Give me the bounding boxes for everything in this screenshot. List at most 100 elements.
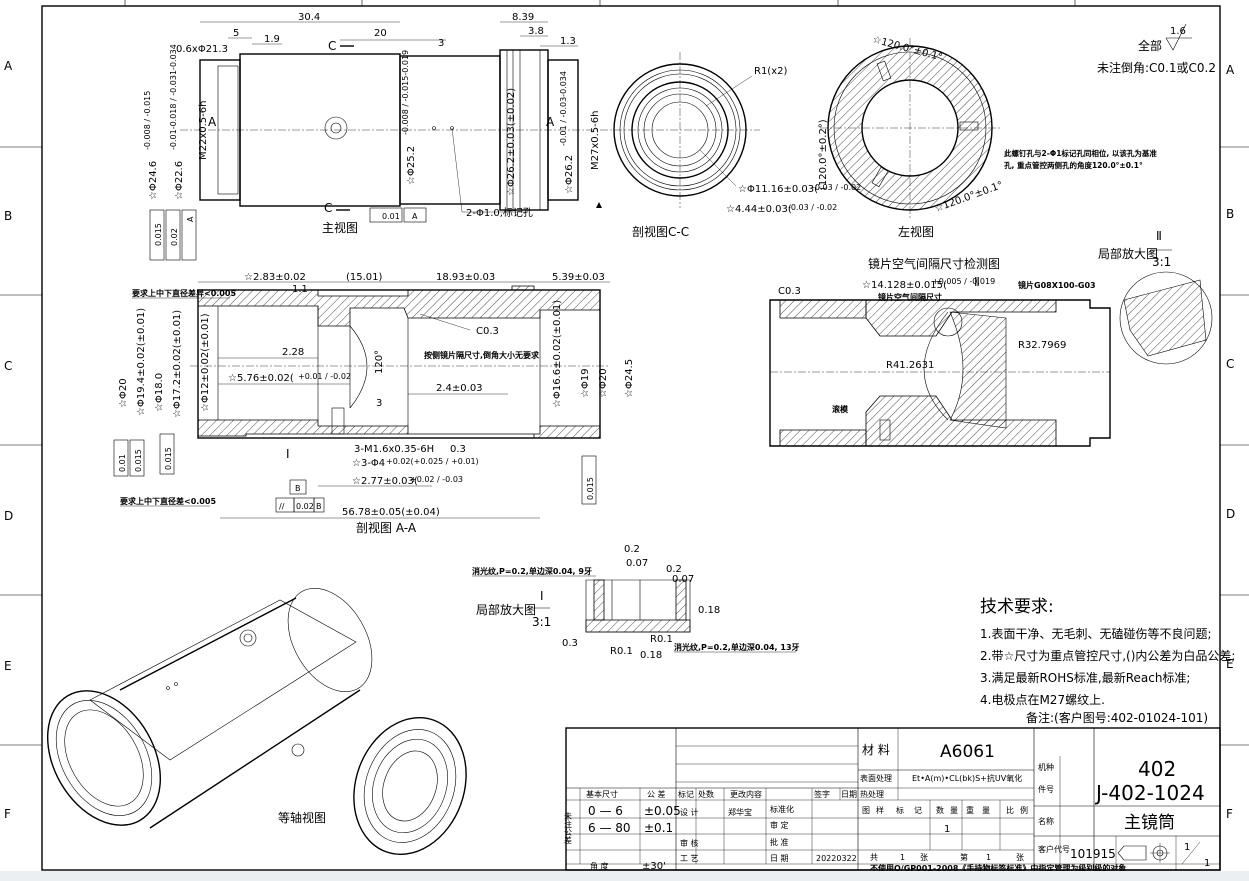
rev-header-sign: 签字 [814,789,830,799]
tol-row-1-value: ±0.05 [644,804,681,818]
dim-5-39: 5.39±0.03 [552,272,605,283]
detail-1-roman: Ⅰ [540,589,544,603]
dim-phi26-2-b-tol: -0.01 / -0.03-0.034 [559,71,568,146]
zone-label-right-e: E [1226,657,1234,671]
dim-2-77-tol: +0.02 / -0.03 [410,475,463,484]
drawing-mark-4: 记 [914,806,922,815]
dim-2-28: 2.28 [282,347,304,358]
zone-label-left-a: A [4,59,13,73]
lens-c03: C0.3 [778,286,801,297]
dim-4-44: ☆4.44±0.03( [726,204,792,215]
dim-4-44-tol: -0.03 / -0.02 [788,203,837,212]
tech-item-4: 4.电极点在M27螺纹上. [980,693,1105,707]
fcf-aa-v2: 0.015 [134,449,143,472]
heat-label: 热处理 [860,789,884,799]
roughness-label: 全部 [1138,38,1162,53]
mark-hole-note: 2-Φ1.0,标记孔 [466,207,533,219]
tol-side-label: 未注公差 [564,811,573,844]
dim-aa-phi19b: ☆Φ19 [580,368,591,398]
section-mark-c-bottom: C [324,201,332,215]
dim-3-phi4-tol: +0.02(+0.025 / +0.01) [386,457,479,466]
dim-120-deg: 120° [374,350,385,374]
section-cc-title: 剖视图C-C [632,224,689,239]
review-label: 审 定 [770,820,789,830]
zone-label-right-f: F [1226,807,1233,821]
zone-label-left-c: C [4,359,12,373]
lens-r32: R32.7969 [1018,340,1066,351]
dim-phi26-2-a: ☆Φ26.2±0.03(±0.02) [506,88,517,196]
left-view-title: 左视图 [898,224,934,239]
detail-1-0-3: 0.3 [562,638,578,649]
detail-mark-i: I [286,447,290,461]
note-diameter-top: 要求上中下直径差异<0.005 [132,288,236,298]
detail-1-0-2-b: 0.2 [666,564,682,575]
dim-phi26-2-b: ☆Φ26.2 [564,155,575,194]
detail-1-scale: 3:1 [532,615,551,629]
dim-8-39: 8.39 [512,12,534,23]
zone-label-right-d: D [1226,507,1235,521]
dim-5: 5 [233,28,239,39]
drawing-mark-6: 量 [950,806,958,815]
fcf-main-center: 0.01 A [369,207,427,223]
dim-aa-c03: C0.3 [476,326,499,337]
tech-item-3: 3.满足最新ROHS标准,最新Reach标准; [980,670,1190,685]
dim-m1-6: 3-M1.6x0.35-6H [354,444,434,455]
drawing-mark-8: 量 [982,806,990,815]
drawing-mark-9: 比 [1006,805,1014,815]
dim-phi11-16: ☆Φ11.16±0.03( [738,184,818,195]
roughness-note: 全部 1.6 未注倒角:C0.1或C0.2 [1097,23,1216,75]
dim-3-8: 3.8 [528,26,544,37]
drawing-mark-7: 重 [966,805,974,815]
angle-120-ref: (120.0°±0.2°) [818,119,829,190]
dim-5-76: ☆5.76±0.02( [228,373,294,384]
tol-header-size: 基本尺寸 [586,789,618,799]
dim-2-77: ☆2.77±0.03( [352,476,418,487]
zone-label-right-a: A [1226,63,1235,77]
total-unit: 张 [920,853,928,862]
std-label: 标准化 [770,804,794,814]
craft-label: 工 艺 [680,854,699,863]
rev-header-date: 日期 [841,790,857,799]
isometric-view: 等轴视图 [46,587,467,856]
fcf-parallel-symbol: // [279,502,285,511]
dim-30-4: 30.4 [298,12,320,23]
drawing-mark-5: 数 [936,805,944,815]
date-label: 日 期 [770,854,789,863]
fcf-main-left: 0.015 0.02 A [149,209,197,261]
dim-1-3: 1.3 [560,36,576,47]
model-value: 402 [1138,757,1176,781]
roughness-value: 1.6 [1170,26,1186,37]
part-name: 主镜筒 [1124,813,1175,833]
dim-5-76-tol: +0.01 / -0.02 [298,372,351,381]
dim-1-9: 1.9 [264,34,280,45]
dim-1-1: 1.1 [292,284,308,295]
drawing-mark-2: 样 [876,805,884,815]
lens-gap-label: 镜片空气间隔尺寸 [878,292,942,302]
tol-row-1-range: 0 — 6 [588,804,623,818]
zone-label-left-e: E [4,659,12,673]
detail-1-r01-a: R0.1 [610,646,633,657]
fcf-main-center-value: 0.01 [382,212,400,221]
fcf-aa-right: 0.015 [581,455,597,505]
detail-1-title: 局部放大图 [476,602,536,617]
dim-r1: R1(x2) [754,66,787,77]
dim-phi25-2: ☆Φ25.2 [406,146,417,185]
roughness-symbol-icon [1165,23,1187,51]
tol-angle-label: 角 度 [590,861,609,871]
detail-1-note-bottom: 消光纹,P=0.2,单边深0.04, 13牙 [674,642,800,652]
fcf-main-value-1: 0.015 [154,223,163,246]
design-label: 设 计 [680,807,699,817]
rev-header-content: 更改内容 [730,789,762,799]
dim-20: 20 [374,28,387,39]
main-view-title: 主视图 [322,220,358,235]
dim-2-4: 2.4±0.03 [436,383,483,394]
projection-truncated-cone-icon [1117,845,1147,861]
fcf-main-value-2: 0.02 [170,228,179,246]
detail-1-note-top: 消光纹,P=0.2,单边深0.04, 9牙 [472,566,592,576]
total-label: 共 [870,853,878,862]
note-lens-gap: 按侧镜片隔尺寸,倒角大小无要求 [424,350,540,360]
tol-header-tol: 公 差 [647,789,666,799]
dim-aa-phi17-2: ☆Φ17.2±0.02(±0.01) [172,310,183,418]
dim-15-01: (15.01) [346,272,383,283]
